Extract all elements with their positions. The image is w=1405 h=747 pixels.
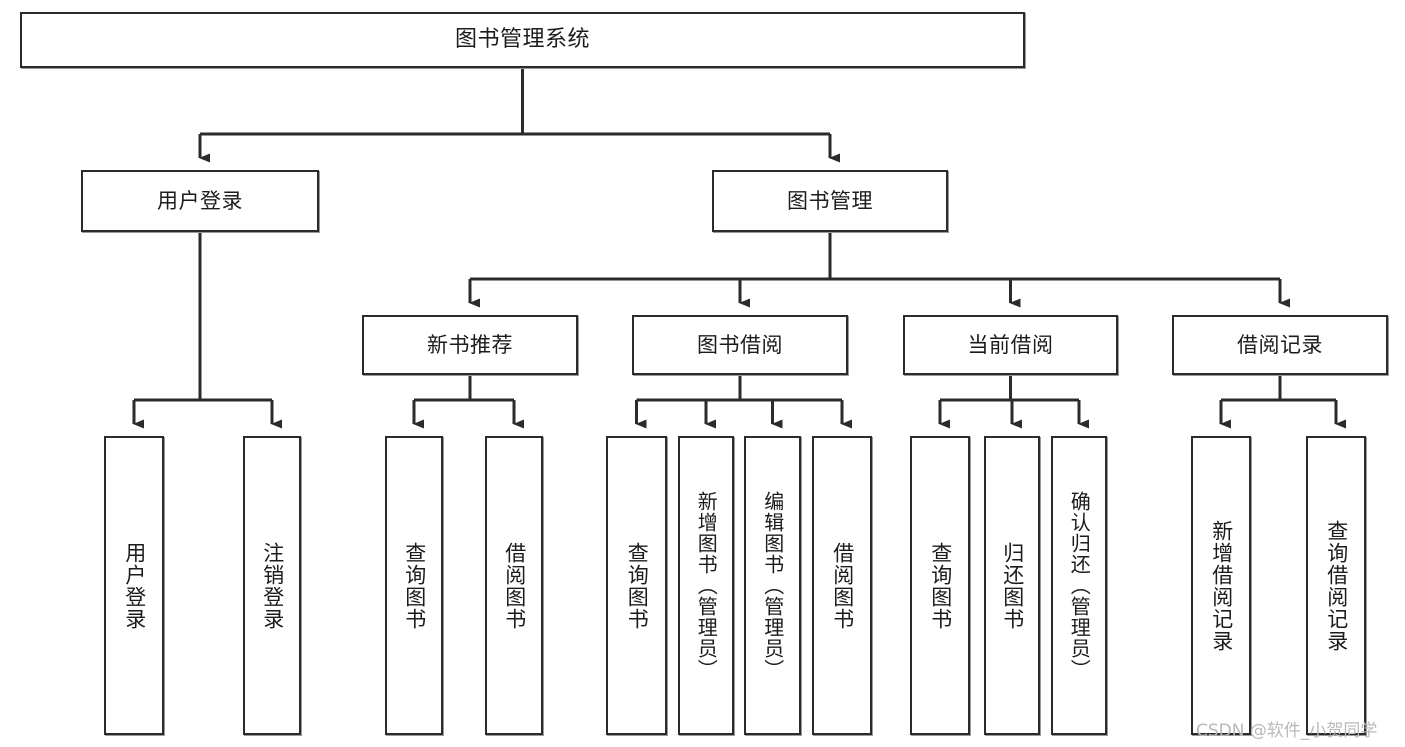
node-user-login-label: 用户登录 [157, 188, 243, 213]
node-root[interactable]: 图书管理系统 [20, 12, 1025, 68]
node-leaf-borrow-edit[interactable]: 编辑图书（管理员） [744, 436, 801, 735]
node-leaf-cur-query-label: 查询图书 [928, 541, 953, 630]
node-leaf-cur-return-label: 归还图书 [1000, 541, 1025, 630]
node-leaf-rec-search-label: 查询借阅记录 [1324, 519, 1349, 652]
node-book-manage-label: 图书管理 [787, 188, 873, 213]
node-leaf-rec-search[interactable]: 查询借阅记录 [1306, 436, 1366, 735]
node-book-borrow-label: 图书借阅 [697, 332, 783, 357]
node-borrow-record-label: 借阅记录 [1237, 332, 1323, 357]
node-leaf-borrow-add[interactable]: 新增图书（管理员） [678, 436, 734, 735]
node-leaf-rec-query-label: 查询图书 [402, 541, 427, 630]
node-new-book-rec-label: 新书推荐 [427, 332, 513, 357]
watermark: CSDN @软件_小贺同学 [1196, 721, 1378, 741]
node-leaf-rec-borrow-label: 借阅图书 [502, 541, 527, 630]
node-leaf-borrow-query[interactable]: 查询图书 [606, 436, 667, 735]
node-leaf-borrow-add-label: 新增图书（管理员） [694, 491, 719, 680]
node-current-borrow-label: 当前借阅 [967, 332, 1054, 357]
node-current-borrow[interactable]: 当前借阅 [903, 315, 1118, 375]
node-leaf-rec-query[interactable]: 查询图书 [385, 436, 443, 735]
node-leaf-cur-return[interactable]: 归还图书 [984, 436, 1040, 735]
node-leaf-user-logout[interactable]: 注销登录 [243, 436, 301, 735]
node-leaf-rec-add-label: 新增借阅记录 [1209, 519, 1234, 652]
node-borrow-record[interactable]: 借阅记录 [1172, 315, 1388, 375]
node-user-login[interactable]: 用户登录 [81, 170, 319, 232]
node-book-manage[interactable]: 图书管理 [712, 170, 948, 232]
node-leaf-user-login-label: 用户登录 [122, 541, 147, 630]
node-leaf-rec-add[interactable]: 新增借阅记录 [1191, 436, 1251, 735]
node-book-borrow[interactable]: 图书借阅 [632, 315, 848, 375]
node-leaf-borrow-do-label: 借阅图书 [830, 541, 855, 630]
node-leaf-cur-confirm[interactable]: 确认归还（管理员） [1051, 436, 1107, 735]
node-leaf-rec-borrow[interactable]: 借阅图书 [485, 436, 543, 735]
node-leaf-user-login[interactable]: 用户登录 [104, 436, 164, 735]
node-leaf-cur-confirm-label: 确认归还（管理员） [1067, 491, 1092, 680]
node-leaf-borrow-query-label: 查询图书 [625, 541, 650, 630]
node-leaf-borrow-edit-label: 编辑图书（管理员） [760, 491, 785, 680]
node-leaf-cur-query[interactable]: 查询图书 [910, 436, 970, 735]
node-leaf-borrow-do[interactable]: 借阅图书 [812, 436, 872, 735]
node-root-label: 图书管理系统 [454, 27, 590, 53]
node-leaf-user-logout-label: 注销登录 [260, 541, 285, 630]
node-new-book-rec[interactable]: 新书推荐 [362, 315, 578, 375]
